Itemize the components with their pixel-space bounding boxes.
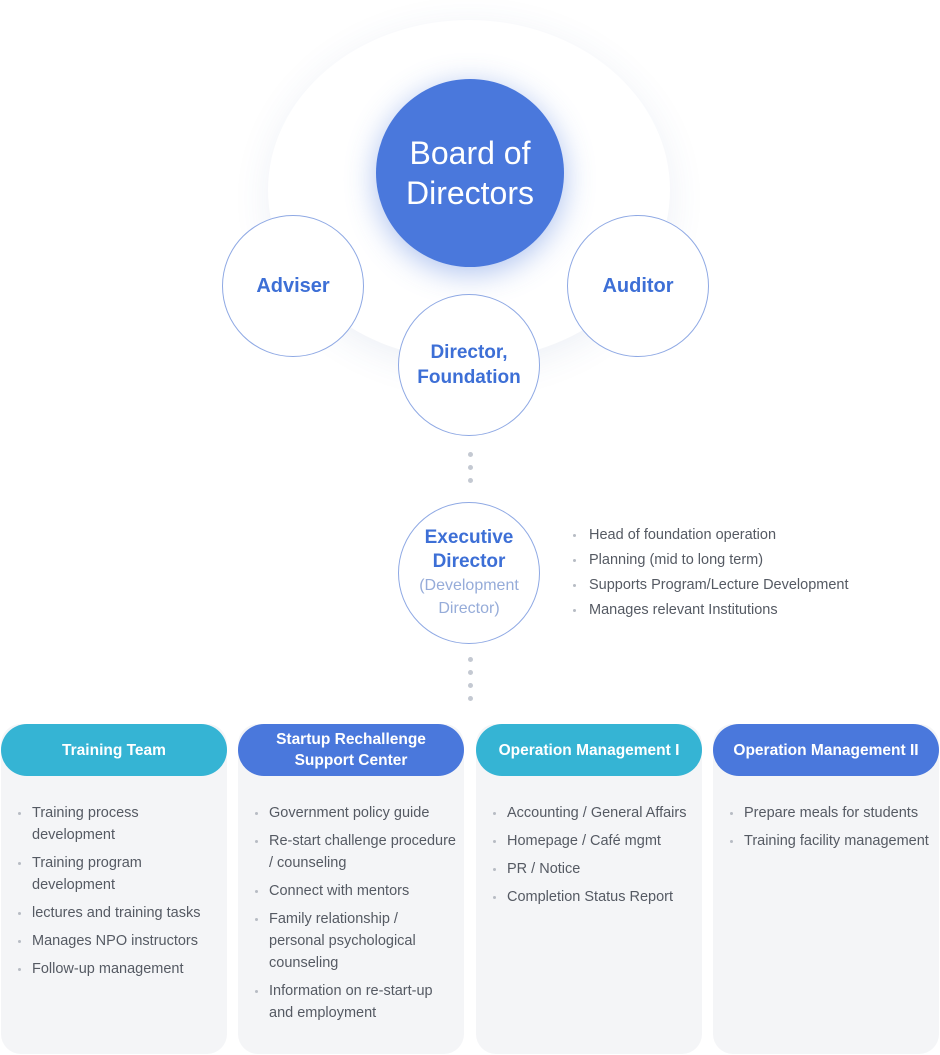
- department-title-pill: Startup Rechallenge Support Center: [238, 724, 464, 776]
- department-duties-list: Accounting / General Affairs Homepage / …: [476, 802, 702, 908]
- department-card-training-team: Training Team Training process developme…: [1, 724, 227, 1054]
- department-duty: Prepare meals for students: [730, 802, 931, 824]
- board-line-1: Board of: [409, 135, 531, 171]
- department-duties-list: Prepare meals for students Training faci…: [713, 802, 939, 852]
- department-duty: Connect with mentors: [255, 880, 456, 902]
- director-line-1: Director,: [430, 342, 508, 363]
- department-duty: Information on re-start-up and employmen…: [255, 980, 456, 1024]
- department-title: Operation Management I: [498, 741, 680, 759]
- department-duty: Completion Status Report: [493, 886, 694, 908]
- executive-duty: Manages relevant Institutions: [573, 598, 849, 623]
- department-card-operation-management-2: Operation Management II Prepare meals fo…: [713, 724, 939, 1054]
- department-title-line-1: Startup Rechallenge: [276, 731, 426, 748]
- department-title-pill: Operation Management I: [476, 724, 702, 776]
- department-duty: PR / Notice: [493, 858, 694, 880]
- executive-director-node: Executive Director (Development Director…: [398, 502, 540, 644]
- department-duties-list: Training process development Training pr…: [1, 802, 227, 980]
- board-of-directors-node: Board of Directors: [376, 79, 564, 267]
- executive-duties-list: Head of foundation operation Planning (m…: [573, 523, 849, 623]
- department-title: Operation Management II: [733, 741, 919, 759]
- department-title-pill: Operation Management II: [713, 724, 939, 776]
- department-duty: Government policy guide: [255, 802, 456, 824]
- auditor-label: Auditor: [602, 274, 674, 297]
- adviser-label: Adviser: [256, 274, 330, 297]
- executive-subtitle-2: Director): [438, 600, 500, 617]
- director-foundation-node: Director, Foundation: [398, 294, 540, 436]
- executive-duty: Head of foundation operation: [573, 523, 849, 548]
- department-duty: Manages NPO instructors: [18, 930, 219, 952]
- department-duty: Training process development: [18, 802, 219, 846]
- director-line-2: Foundation: [417, 367, 521, 388]
- board-line-2: Directors: [405, 175, 534, 211]
- department-duty: Training program development: [18, 852, 219, 896]
- auditor-node: Auditor: [567, 215, 709, 357]
- department-card-startup-rechallenge: Startup Rechallenge Support Center Gover…: [238, 724, 464, 1054]
- department-title: Startup Rechallenge Support Center: [276, 729, 426, 771]
- department-duty: Accounting / General Affairs: [493, 802, 694, 824]
- executive-line-1: Executive: [424, 527, 514, 548]
- department-duty: Homepage / Café mgmt: [493, 830, 694, 852]
- executive-subtitle-1: (Development: [419, 577, 519, 594]
- executive-duty: Planning (mid to long term): [573, 548, 849, 573]
- executive-line-2: Director: [432, 551, 506, 572]
- department-title-pill: Training Team: [1, 724, 227, 776]
- connector-dots-lower: [467, 657, 473, 709]
- department-card-operation-management-1: Operation Management I Accounting / Gene…: [476, 724, 702, 1054]
- department-duty: lectures and training tasks: [18, 902, 219, 924]
- connector-dots-upper: [467, 452, 473, 491]
- department-duty: Follow-up management: [18, 958, 219, 980]
- department-duty: Training facility management: [730, 830, 931, 852]
- department-duty: Family relationship / personal psycholog…: [255, 908, 456, 974]
- department-title-line-2: Support Center: [294, 752, 408, 769]
- department-duties-list: Government policy guide Re-start challen…: [238, 802, 464, 1024]
- adviser-node: Adviser: [222, 215, 364, 357]
- department-title: Training Team: [62, 741, 166, 759]
- department-duty: Re-start challenge procedure / counselin…: [255, 830, 456, 874]
- executive-duty: Supports Program/Lecture Development: [573, 573, 849, 598]
